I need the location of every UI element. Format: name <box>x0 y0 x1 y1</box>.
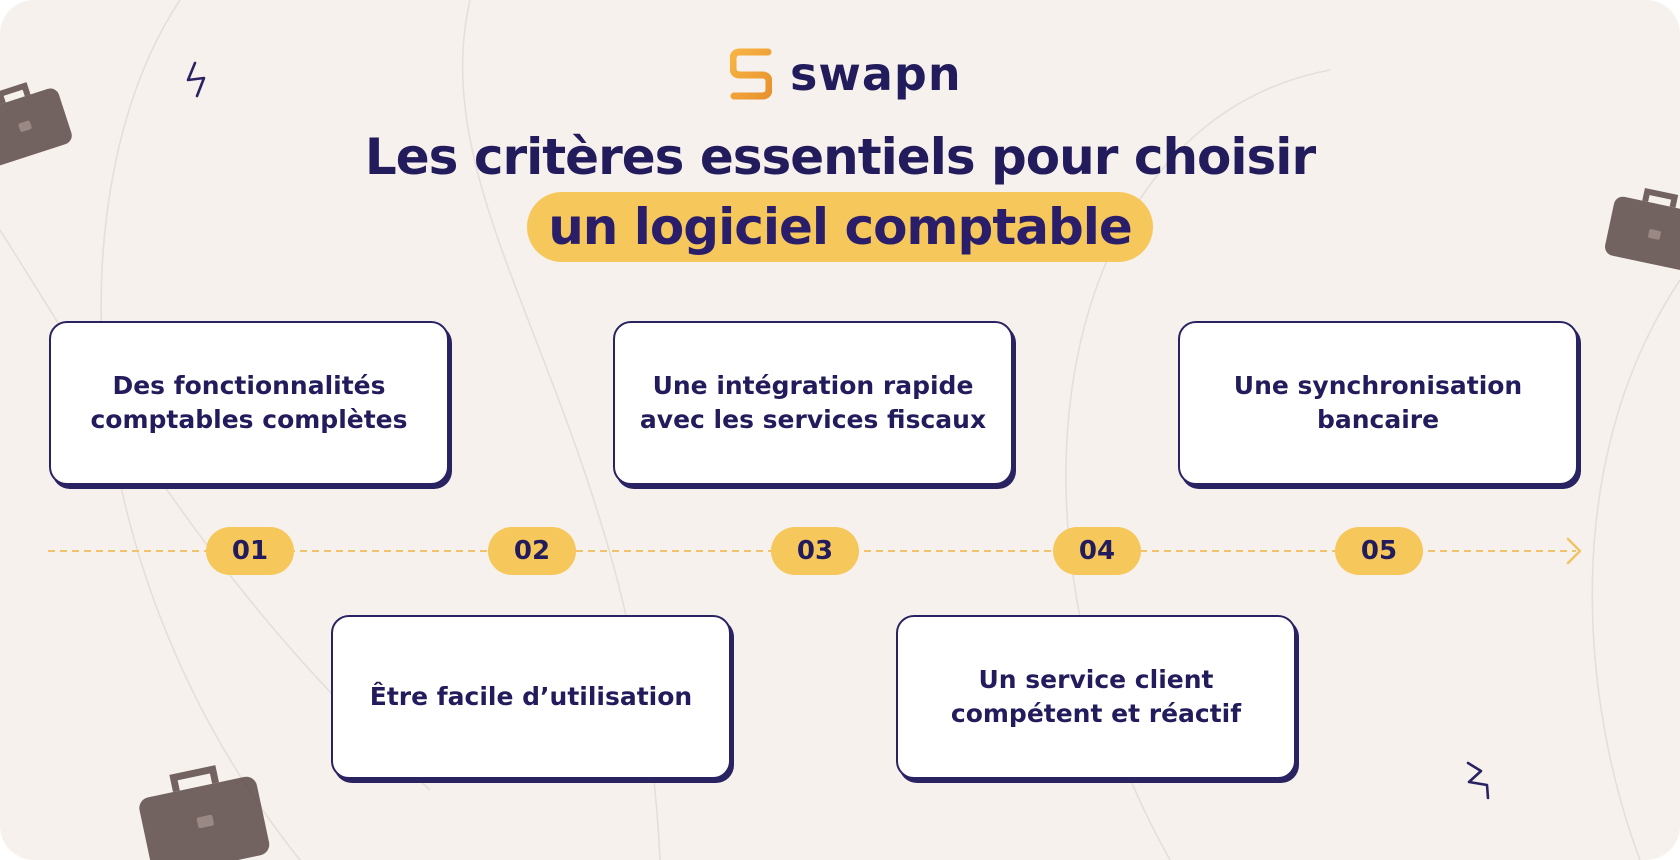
criterion-label: Un service client compétent et réactif <box>950 665 1242 728</box>
briefcase-icon <box>139 765 270 860</box>
briefcase-icon <box>0 82 72 166</box>
criterion-card-02: Être facile d’utilisation <box>331 615 731 779</box>
step-number-04: 04 <box>1053 527 1141 575</box>
brand-wordmark: swapn <box>790 47 962 101</box>
criterion-card-01: Des fonctionnalités comptables complètes <box>49 321 449 485</box>
step-number-01: 01 <box>206 527 294 575</box>
criterion-label: Une intégration rapide avec les services… <box>639 371 987 434</box>
criterion-card-03: Une intégration rapide avec les services… <box>613 321 1013 485</box>
lightning-icon <box>1466 761 1490 800</box>
lightning-icon <box>186 61 206 98</box>
page-title-line-2: un logiciel comptable <box>548 198 1133 256</box>
criterion-label: Une synchronisation bancaire <box>1233 371 1523 434</box>
brand-logo: swapn <box>730 44 962 104</box>
page-title-line-1: Les critères essentiels pour choisir <box>364 128 1316 186</box>
step-number-05: 05 <box>1335 527 1423 575</box>
criterion-label: Être facile d’utilisation <box>369 682 693 711</box>
swapn-logo-icon <box>730 48 772 100</box>
step-number-02: 02 <box>488 527 576 575</box>
arrow-right-icon <box>1566 537 1582 565</box>
step-number-03: 03 <box>771 527 859 575</box>
title-highlight: un logiciel comptable <box>527 192 1153 262</box>
criterion-card-04: Un service client compétent et réactif <box>896 615 1296 779</box>
criterion-label: Des fonctionnalités comptables complètes <box>90 371 408 434</box>
decorative-curve <box>1591 279 1680 860</box>
briefcase-icon <box>1605 187 1680 272</box>
criterion-card-05: Une synchronisation bancaire <box>1178 321 1578 485</box>
